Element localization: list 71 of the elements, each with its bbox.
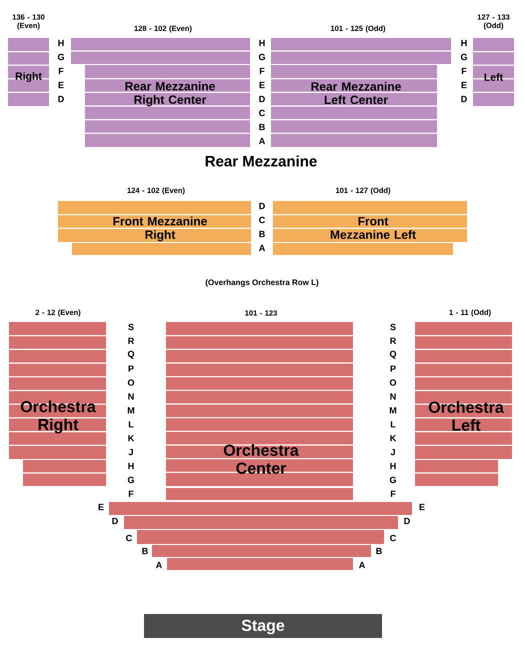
row-letter: K [128, 435, 134, 442]
row-letter: F [128, 490, 134, 497]
row-letter: N [390, 393, 396, 400]
row-letter: R [390, 338, 396, 344]
seat-row [109, 502, 412, 515]
row-letter: E [58, 82, 64, 88]
seat-row [167, 558, 353, 570]
seating-section: Orchestra Left [415, 322, 512, 486]
row-letter: E [260, 82, 265, 88]
seating-section: Rear Mezzanine Right Center [71, 38, 250, 147]
seat-row [137, 530, 384, 544]
row-letter: J [128, 448, 133, 456]
row-letter: F [260, 68, 264, 74]
row-letter: P [128, 366, 134, 372]
row-letter: G [128, 476, 134, 484]
row-letter: B [376, 548, 382, 554]
row-letter: L [128, 421, 134, 428]
row-letter: B [259, 230, 265, 238]
row-letter: L [390, 421, 396, 428]
row-letter: H [58, 40, 64, 46]
row-letter: J [390, 448, 395, 456]
row-letter: C [126, 534, 132, 542]
row-letter: C [259, 110, 265, 116]
row-letter: C [390, 534, 396, 542]
row-letter: E [98, 504, 104, 510]
row-letter: F [462, 68, 466, 74]
row-letter: H [390, 462, 396, 470]
row-letter: O [128, 379, 134, 386]
row-letter: E [462, 82, 467, 88]
row-letter: Q [390, 350, 396, 359]
row-letter: M [390, 407, 396, 414]
row-letter: S [128, 324, 134, 330]
stage: Stage [144, 614, 382, 638]
seat-row [124, 516, 398, 529]
row-letter: M [128, 407, 134, 414]
row-letter: G [390, 476, 396, 484]
row-letter: B [142, 548, 148, 554]
note: (Overhangs Orchestra Row L) [206, 279, 318, 287]
row-letter: H [259, 40, 265, 46]
seating-section: Orchestra Center [166, 322, 353, 500]
row-letter: D [58, 96, 64, 102]
row-letter: P [390, 366, 396, 372]
row-letter: D [404, 518, 410, 524]
row-letter: E [420, 504, 425, 510]
row-letter: D [259, 96, 265, 102]
row-letter: G [258, 54, 265, 60]
row-letter: B [259, 124, 265, 130]
row-letter: A [258, 244, 265, 252]
row-letter: A [258, 138, 265, 144]
row-letter: R [128, 338, 134, 344]
seating-section: Front Mezzanine Right [58, 201, 251, 255]
seat-row [152, 545, 371, 557]
row-letter: Q [128, 350, 134, 359]
row-letter: N [128, 393, 134, 400]
row-letter: C [259, 216, 265, 224]
seating-section: Front Mezzanine Left [273, 201, 467, 255]
level-title: Rear Mezzanine [206, 156, 317, 166]
row-letter: D [259, 202, 265, 210]
row-letter: G [460, 54, 467, 60]
row-letter: D [112, 518, 118, 524]
row-letter: A [358, 562, 365, 568]
row-letter: G [58, 54, 64, 60]
seating-section: Rear Mezzanine Left Center [271, 38, 451, 147]
row-letter: F [390, 490, 396, 497]
row-letter: A [156, 562, 162, 568]
row-letter: K [390, 435, 396, 442]
row-letter: F [58, 68, 64, 74]
row-letter: O [390, 379, 396, 386]
row-letter: S [390, 324, 396, 330]
row-letter: D [461, 96, 467, 102]
row-letter: H [128, 462, 134, 470]
